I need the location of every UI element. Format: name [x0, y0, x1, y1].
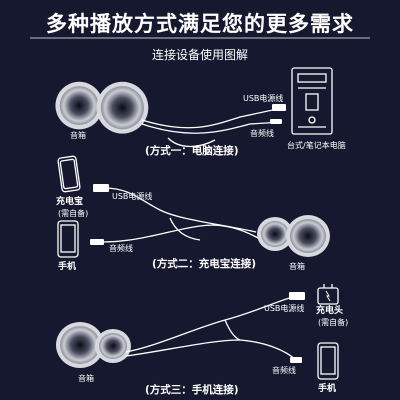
- speaker-pair-method2: [257, 215, 330, 257]
- method3-plugs: [289, 292, 305, 363]
- method1-cables: [141, 107, 283, 148]
- page-title: 多种播放方式满足您的更多需求: [46, 12, 354, 36]
- phone-label-method3: 手机: [318, 384, 337, 394]
- method1-plugs: [270, 104, 286, 124]
- method2-cables: [101, 187, 259, 243]
- speaker-pair-method1: [55, 81, 149, 134]
- method3-caption: (方式三：手机连接): [145, 384, 239, 396]
- phone-label-method2: 手机: [58, 262, 77, 272]
- speaker-label-method2: 音箱: [289, 262, 305, 271]
- page-subtitle: 连接设备使用图解: [151, 48, 248, 62]
- audio-label-method3: 音频线: [272, 366, 296, 375]
- phone-icon-method3: [317, 342, 339, 380]
- method1-caption: (方式一：电脑连接): [145, 145, 239, 157]
- usb-label-method2: USB电源线: [112, 192, 153, 201]
- method2-plugs: [90, 184, 109, 245]
- charger-note: (需自备): [318, 318, 349, 327]
- audio-label-method1: 音频线: [250, 129, 274, 138]
- method3-cables: [125, 295, 297, 361]
- usb-label-method1: USB电源线: [243, 94, 284, 103]
- powerbank-note: (需自备): [58, 209, 89, 218]
- charger-icon: [317, 284, 339, 305]
- usb-label-method3: USB电源线: [264, 304, 305, 313]
- computer-icon: [291, 67, 333, 135]
- powerbank-icon: [57, 155, 81, 193]
- phone-icon-method2: [57, 220, 79, 258]
- speaker-label-method3: 音箱: [78, 374, 94, 383]
- audio-label-method2: 音频线: [109, 244, 133, 253]
- powerbank-label: 充电宝: [56, 197, 84, 207]
- speaker-label-method1: 音箱: [70, 131, 86, 140]
- charger-label: 充电头: [316, 306, 344, 316]
- speaker-pair-method3: [56, 322, 131, 368]
- computer-label: 台式/笔记本电脑: [287, 141, 346, 150]
- method2-caption: (方式二：充电宝连接): [152, 258, 257, 270]
